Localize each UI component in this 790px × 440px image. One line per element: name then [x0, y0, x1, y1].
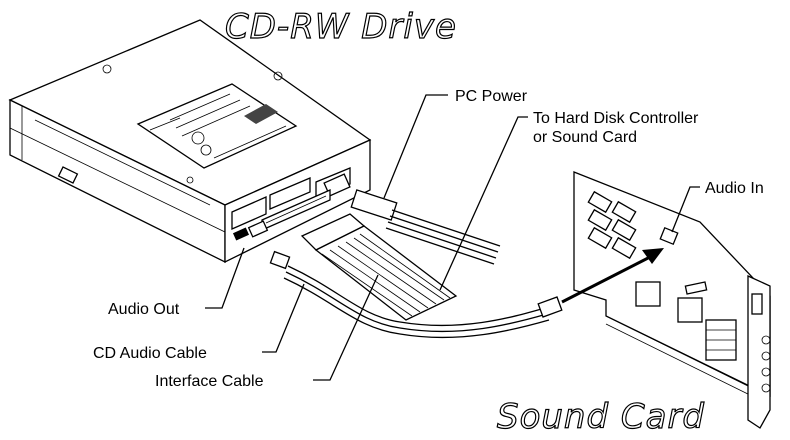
to-hdc-label-line1: To Hard Disk Controller: [533, 110, 699, 127]
pc-power-cable: [350, 189, 501, 265]
to-hdc-label-line2: or Sound Card: [533, 129, 637, 146]
callout-lines: [205, 94, 700, 381]
interface-ribbon-cable: [300, 213, 458, 321]
audio-out-label: Audio Out: [108, 301, 180, 318]
interface-cable-label: Interface Cable: [155, 373, 264, 390]
cd-audio-cable-label: CD Audio Cable: [93, 345, 207, 362]
sound-card: [573, 171, 771, 429]
card-title: Sound Card: [497, 397, 705, 437]
cdrw-drive: [8, 19, 372, 264]
pc-power-label: PC Power: [455, 88, 528, 105]
audio-in-label: Audio In: [705, 180, 764, 197]
drive-title: CD-RW Drive: [225, 7, 457, 47]
cd-audio-cable: [269, 250, 563, 339]
connection-arrow: [561, 248, 664, 304]
